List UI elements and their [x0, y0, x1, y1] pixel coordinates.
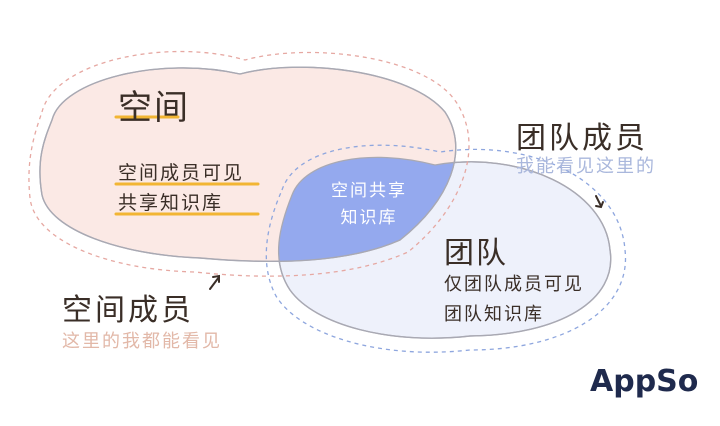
- team-desc-line-2: 团队知识库: [444, 304, 544, 325]
- team-member-arrow-icon: [595, 195, 604, 209]
- space-member-subtext: 这里的我都能看见: [62, 331, 222, 352]
- space-member-arrow-icon: [209, 274, 220, 290]
- space-member-heading: 空间成员: [62, 293, 194, 328]
- intersection-line-2: 知识库: [340, 208, 398, 228]
- team-desc-line-1: 仅团队成员可见: [444, 274, 584, 295]
- team-title: 团队: [444, 236, 508, 271]
- team-member-subtext: 我能看见这里的: [516, 156, 656, 177]
- intersection-label: 空间共享 知识库: [304, 178, 434, 232]
- appso-logo: AppSo: [590, 364, 699, 399]
- space-title: 空间: [118, 88, 190, 128]
- intersection-line-1: 空间共享: [331, 181, 407, 201]
- space-description: 空间成员可见 共享知识库: [118, 158, 244, 218]
- space-dashed-outline: [28, 50, 470, 277]
- space-desc-line-1: 空间成员可见: [118, 162, 245, 184]
- team-dashed-outline: [265, 144, 627, 353]
- team-description: 仅团队成员可见 团队知识库: [444, 270, 584, 330]
- team-member-heading: 团队成员: [516, 121, 648, 156]
- space-desc-line-2: 共享知识库: [118, 192, 224, 214]
